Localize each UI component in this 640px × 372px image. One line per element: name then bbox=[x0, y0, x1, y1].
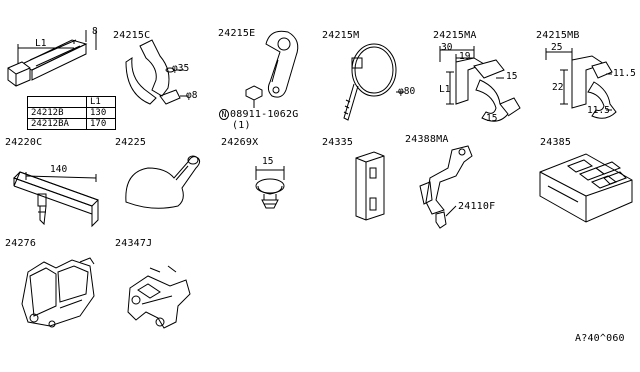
table-cell-l1: 130 bbox=[86, 107, 116, 119]
dim-24215C-dia-8: φ8 bbox=[186, 90, 198, 101]
note-n-symbol: N bbox=[219, 109, 229, 120]
part-24215MA-drawing bbox=[439, 46, 521, 122]
label-24220C: 24220C bbox=[5, 137, 43, 148]
dim-24269X-15: 15 bbox=[262, 156, 274, 167]
table-cell-part: 24212BA bbox=[27, 118, 87, 130]
dim-24215MA-15-top: 15 bbox=[506, 71, 518, 82]
dim-24220C-140: 140 bbox=[50, 164, 68, 175]
label-24215E: 24215E bbox=[218, 28, 256, 39]
part-24335-drawing bbox=[355, 151, 385, 221]
part-24215E-drawing bbox=[245, 30, 299, 108]
table-header-row: L1 bbox=[27, 96, 116, 108]
dim-24215MB-11.5-bottom: 11.5 bbox=[587, 105, 610, 116]
part-24215MB-drawing bbox=[545, 48, 617, 119]
label-24215C: 24215C bbox=[113, 30, 151, 41]
part-24385-drawing bbox=[539, 153, 633, 223]
table-cell-l1: 170 bbox=[86, 118, 116, 130]
dim-24215C-dia-35: φ35 bbox=[172, 63, 190, 74]
label-24335: 24335 bbox=[322, 137, 354, 148]
note-part-08911-1062G: 08911-1062G bbox=[230, 109, 299, 120]
dim-24215MB-11.5-top: 11.5 bbox=[613, 68, 636, 79]
label-24215MA: 24215MA bbox=[433, 30, 477, 41]
part-24276-drawing bbox=[21, 257, 95, 328]
label-24225: 24225 bbox=[115, 137, 147, 148]
table-header-l1: L1 bbox=[86, 96, 116, 108]
dim-24215MB-25: 25 bbox=[551, 42, 563, 53]
part-24215M-drawing bbox=[343, 43, 404, 121]
l1-length-table: L1 24212B 130 24212BA 170 bbox=[27, 96, 116, 130]
dim-24215MA-30: 30 bbox=[441, 42, 453, 53]
dim-24215M-dia-80: φ80 bbox=[398, 86, 416, 97]
dim-24215MA-L1: L1 bbox=[439, 84, 451, 95]
dim-24212-L1: L1 bbox=[35, 38, 47, 49]
label-24388MA: 24388MA bbox=[405, 134, 449, 145]
part-24269X-drawing bbox=[255, 166, 285, 209]
note-qty: (1) bbox=[232, 120, 251, 131]
part-24347J-drawing bbox=[127, 265, 191, 329]
label-24110F: 24110F bbox=[458, 201, 496, 212]
label-24215MB: 24215MB bbox=[536, 30, 580, 41]
part-24220C-drawing bbox=[13, 171, 99, 228]
label-24347J: 24347J bbox=[115, 238, 153, 249]
table-cell-part: 24212B bbox=[27, 107, 87, 119]
label-24385: 24385 bbox=[540, 137, 572, 148]
part-24388MA-drawing bbox=[419, 145, 473, 229]
part-24212-drawing bbox=[7, 30, 97, 87]
table-header-blank bbox=[27, 96, 87, 108]
table-row: 24212B 130 bbox=[27, 107, 116, 119]
table-row: 24212BA 170 bbox=[27, 118, 116, 130]
part-24215C-drawing bbox=[125, 39, 188, 105]
label-24269X: 24269X bbox=[221, 137, 259, 148]
part-24225-drawing bbox=[125, 155, 201, 209]
label-24215M: 24215M bbox=[322, 30, 360, 41]
dim-24215MA-19: 19 bbox=[459, 51, 471, 62]
dim-24215MB-22: 22 bbox=[552, 82, 564, 93]
footer-code: A?40^060 bbox=[575, 333, 625, 344]
label-24276: 24276 bbox=[5, 238, 37, 249]
dim-24212-width: 8 bbox=[92, 26, 98, 37]
dim-24215MA-15-bottom: 15 bbox=[486, 113, 498, 124]
